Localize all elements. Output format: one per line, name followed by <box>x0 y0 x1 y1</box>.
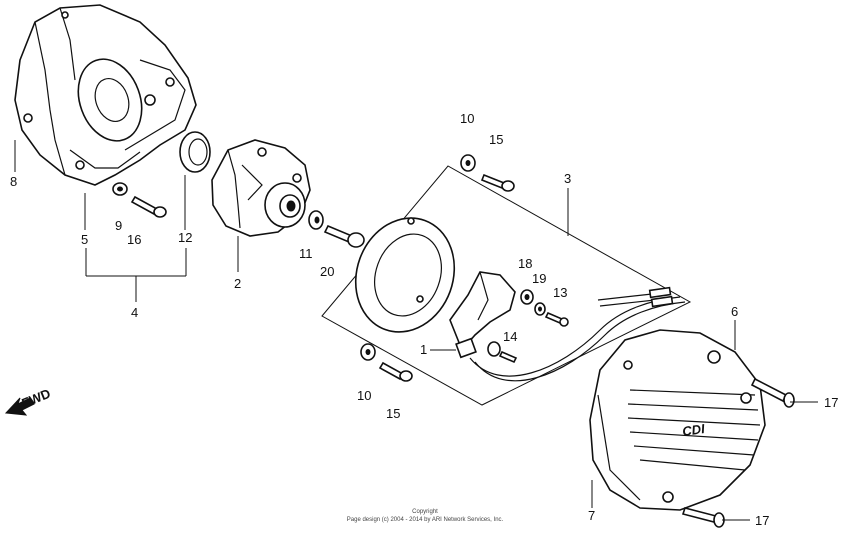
pickup-coil-part-1 <box>449 271 686 382</box>
callout-3: 3 <box>564 171 571 186</box>
callout-6: 6 <box>731 304 738 319</box>
callout-17-top: 17 <box>824 395 838 410</box>
callout-5: 5 <box>81 232 88 247</box>
callout-15-top: 15 <box>489 132 503 147</box>
washer-part-11 <box>308 210 324 230</box>
copyright-notice: Page design (c) 2004 - 2014 by ARI Netwo… <box>347 517 504 523</box>
callout-18: 18 <box>518 256 532 271</box>
bolt-part-20 <box>323 224 365 248</box>
screw-part-17-bottom <box>681 507 725 528</box>
leader-lines <box>14 140 818 521</box>
callout-8: 8 <box>10 174 17 189</box>
stator-frame-part-3 <box>321 165 692 406</box>
washer-part-10-top <box>460 154 476 172</box>
washer-part-9 <box>112 182 128 196</box>
callout-14: 14 <box>503 329 517 344</box>
screw-part-14 <box>487 341 518 364</box>
washer-part-19 <box>534 302 546 316</box>
bolt-part-16 <box>130 195 167 218</box>
callout-10-top: 10 <box>460 111 474 126</box>
fwd-label: FWD <box>20 386 53 411</box>
screw-part-17-top <box>750 377 795 408</box>
callout-19: 19 <box>532 271 546 286</box>
callout-11: 11 <box>299 246 313 261</box>
housing-part-8 <box>14 4 197 186</box>
pulse-generator-part-2 <box>211 139 311 237</box>
callout-2: 2 <box>234 276 241 291</box>
forward-arrow-icon <box>4 397 35 416</box>
callout-20: 20 <box>320 264 334 279</box>
bolt-part-15-bottom <box>378 361 413 382</box>
bolt-part-15-top <box>480 173 515 192</box>
callout-13: 13 <box>553 285 567 300</box>
callout-4: 4 <box>131 305 138 320</box>
callout-16: 16 <box>127 232 141 247</box>
callout-12: 12 <box>178 230 192 245</box>
oil-seal-part-12 <box>179 131 211 173</box>
cdi-cover-marking: CDI <box>681 421 706 439</box>
copyright-heading: Copyright <box>412 509 438 515</box>
callout-1: 1 <box>420 342 427 357</box>
washer-part-18 <box>520 289 534 305</box>
screw-part-13 <box>544 311 569 327</box>
callout-10-bottom: 10 <box>357 388 371 403</box>
callout-15-bottom: 15 <box>386 406 400 421</box>
washer-part-10-bottom <box>360 343 376 361</box>
callout-7: 7 <box>588 508 595 523</box>
callout-9: 9 <box>115 218 122 233</box>
callout-17-bottom: 17 <box>755 513 769 528</box>
callouts: 1 2 3 4 5 6 7 8 9 10 10 11 12 13 14 15 1… <box>10 111 838 528</box>
cdi-cover-part-6 <box>589 329 766 511</box>
